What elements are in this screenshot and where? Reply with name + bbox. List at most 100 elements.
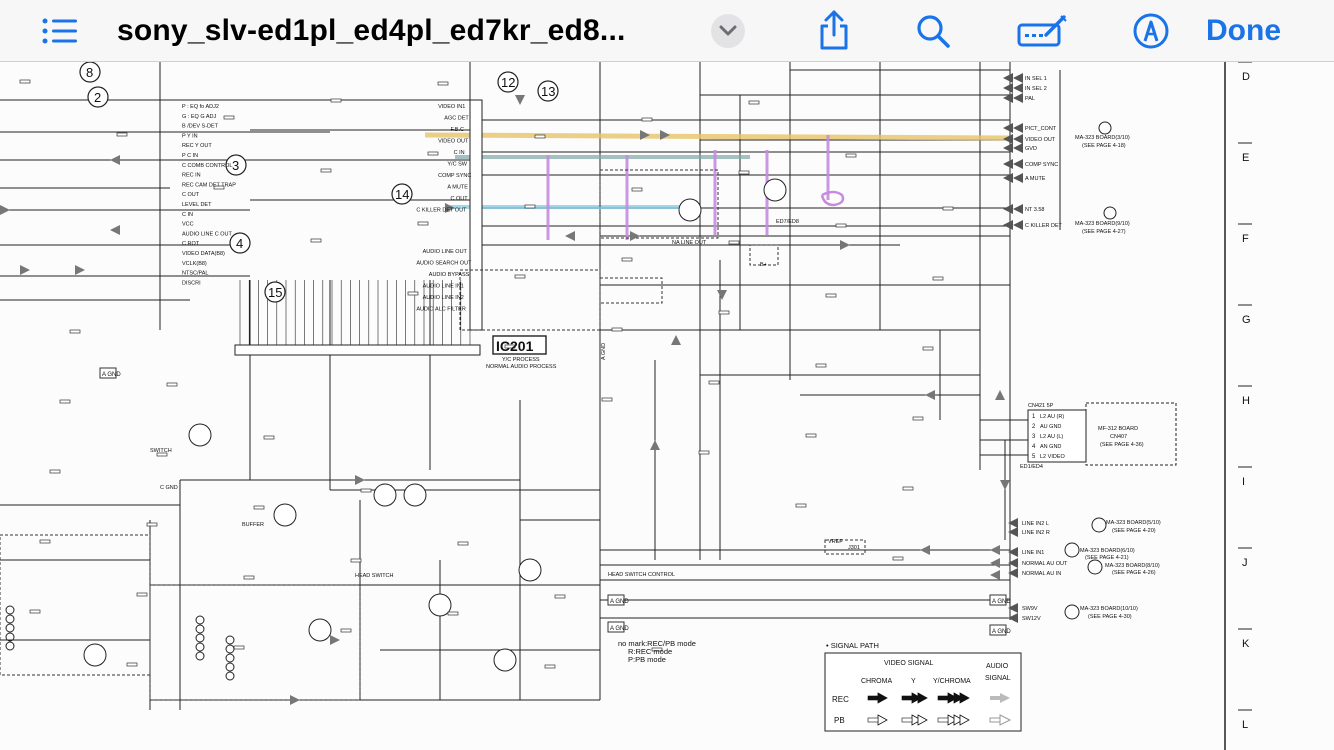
resistor — [554, 594, 566, 599]
b-plus-label: A GND — [992, 629, 1011, 635]
ic-pin-label: COMP SYNC — [438, 173, 471, 179]
signal-arrow — [925, 390, 935, 400]
transistor — [83, 643, 107, 667]
resistor — [29, 609, 41, 614]
coil — [195, 624, 205, 634]
ic-pin-label: REC IN — [182, 173, 201, 179]
ic-pin-label: C IN — [454, 150, 465, 156]
circled-reference — [1098, 121, 1112, 135]
search-icon[interactable] — [913, 11, 953, 51]
ic-pin-label: AGC DET — [444, 116, 469, 122]
cn-pin-number: 1 — [1032, 414, 1036, 420]
ic-pin-label: C OUT — [451, 196, 469, 202]
list-icon[interactable] — [40, 14, 80, 48]
b-plus-label: A GND — [992, 599, 1011, 605]
connector-arrow — [1013, 143, 1023, 153]
resistor — [718, 310, 730, 315]
connector-arrow — [1008, 527, 1018, 537]
resistor — [892, 556, 904, 561]
connector-arrow — [1013, 173, 1023, 183]
resistor — [795, 503, 807, 508]
cn-pin-label: L2 AU (R) — [1040, 414, 1064, 420]
b-plus-label: A GND — [102, 372, 121, 378]
resistor — [738, 170, 750, 175]
signal-arrow — [445, 203, 455, 213]
row-label: E — [1242, 152, 1249, 164]
resistor — [350, 558, 362, 563]
ic-pin-label: C COMB CONTROL — [182, 163, 232, 169]
cn-pin-number: 2 — [1032, 424, 1036, 430]
signal-table-subheader: CHROMA — [861, 678, 892, 685]
ic-pin-label: P Y IN — [182, 133, 198, 139]
cn-pin-label: AN GND — [1040, 444, 1061, 450]
yellow-highlight — [424, 132, 1011, 141]
signal-table-header: VIDEO SIGNAL — [884, 660, 934, 667]
connector-arrow — [1013, 83, 1023, 93]
row-label: D — [1242, 71, 1250, 83]
resistor — [447, 611, 459, 616]
annotate-icon[interactable] — [1131, 11, 1171, 51]
done-button[interactable]: Done — [1206, 14, 1281, 47]
circled-number: 2 — [94, 90, 101, 105]
signal-arrow — [1000, 480, 1010, 490]
resistor — [457, 541, 469, 546]
purple-circle-annotation — [820, 190, 845, 207]
resistor — [698, 450, 710, 455]
row-label: F — [1242, 233, 1249, 245]
circled-number: 8 — [86, 65, 93, 80]
resistor — [320, 168, 332, 173]
board-ref: (SEE PAGE 4-18) — [1082, 143, 1126, 149]
resistor — [534, 134, 546, 139]
chevron-down-icon[interactable] — [711, 14, 745, 48]
board-ref: (SEE PAGE 4-20) — [1112, 528, 1156, 534]
component-group-box — [824, 539, 866, 555]
resistor — [524, 204, 536, 209]
component-group-box — [599, 277, 663, 304]
ic-pin-label: AUDIO LINE C OUT — [182, 231, 232, 237]
legend-arrow — [917, 692, 928, 704]
misc-label: BUFFER — [242, 522, 264, 528]
ic-pin-label: VCLK(B8) — [182, 261, 207, 267]
connector-arrow — [1008, 568, 1018, 578]
row-label: L — [1242, 719, 1248, 731]
signal-arrow — [75, 265, 85, 275]
share-icon[interactable] — [814, 8, 854, 52]
ic201-pin-column — [469, 99, 483, 331]
signal-arrow — [0, 205, 10, 215]
circled-reference — [1087, 559, 1103, 575]
resistor — [69, 329, 81, 334]
transistor — [428, 593, 452, 617]
circled-reference — [79, 62, 101, 83]
misc-label: HEAD SWITCH — [355, 573, 394, 579]
legend-arrow-shaft — [867, 717, 879, 723]
legend-arrow-shaft — [901, 717, 913, 723]
ic-pin-label: P C IN — [182, 153, 198, 159]
ic-pin-label: VIDEO OUT — [438, 139, 469, 145]
signal-arrow — [20, 265, 30, 275]
resistor — [805, 433, 817, 438]
coil — [195, 615, 205, 625]
circled-reference — [225, 154, 247, 176]
resistor — [641, 117, 653, 122]
signal-arrow — [920, 545, 930, 555]
legend-arrow-audio-shaft — [989, 717, 1001, 723]
ic-pin-label: Y/C SW — [447, 162, 467, 168]
board-ref: CN407 — [1110, 434, 1127, 440]
resistor — [233, 645, 245, 650]
resistor — [116, 132, 128, 137]
connector-label: SW9V — [1022, 606, 1038, 612]
mf312-board-box — [1085, 402, 1177, 466]
ic-pin-label: C ROT — [182, 241, 200, 247]
connector-arrow — [1003, 134, 1013, 144]
connector-arrow — [1013, 220, 1023, 230]
resistor — [126, 662, 138, 667]
resistor — [621, 257, 633, 262]
resistor — [59, 399, 71, 404]
resistor — [166, 382, 178, 387]
cn-pin-number: 4 — [1032, 444, 1036, 450]
markup-icon[interactable] — [1016, 12, 1070, 50]
cn-title: CN421 5P — [1028, 403, 1054, 409]
misc-label: ED7/ED8 — [776, 219, 799, 225]
signal-table-subheader: Y/CHROMA — [933, 678, 971, 685]
